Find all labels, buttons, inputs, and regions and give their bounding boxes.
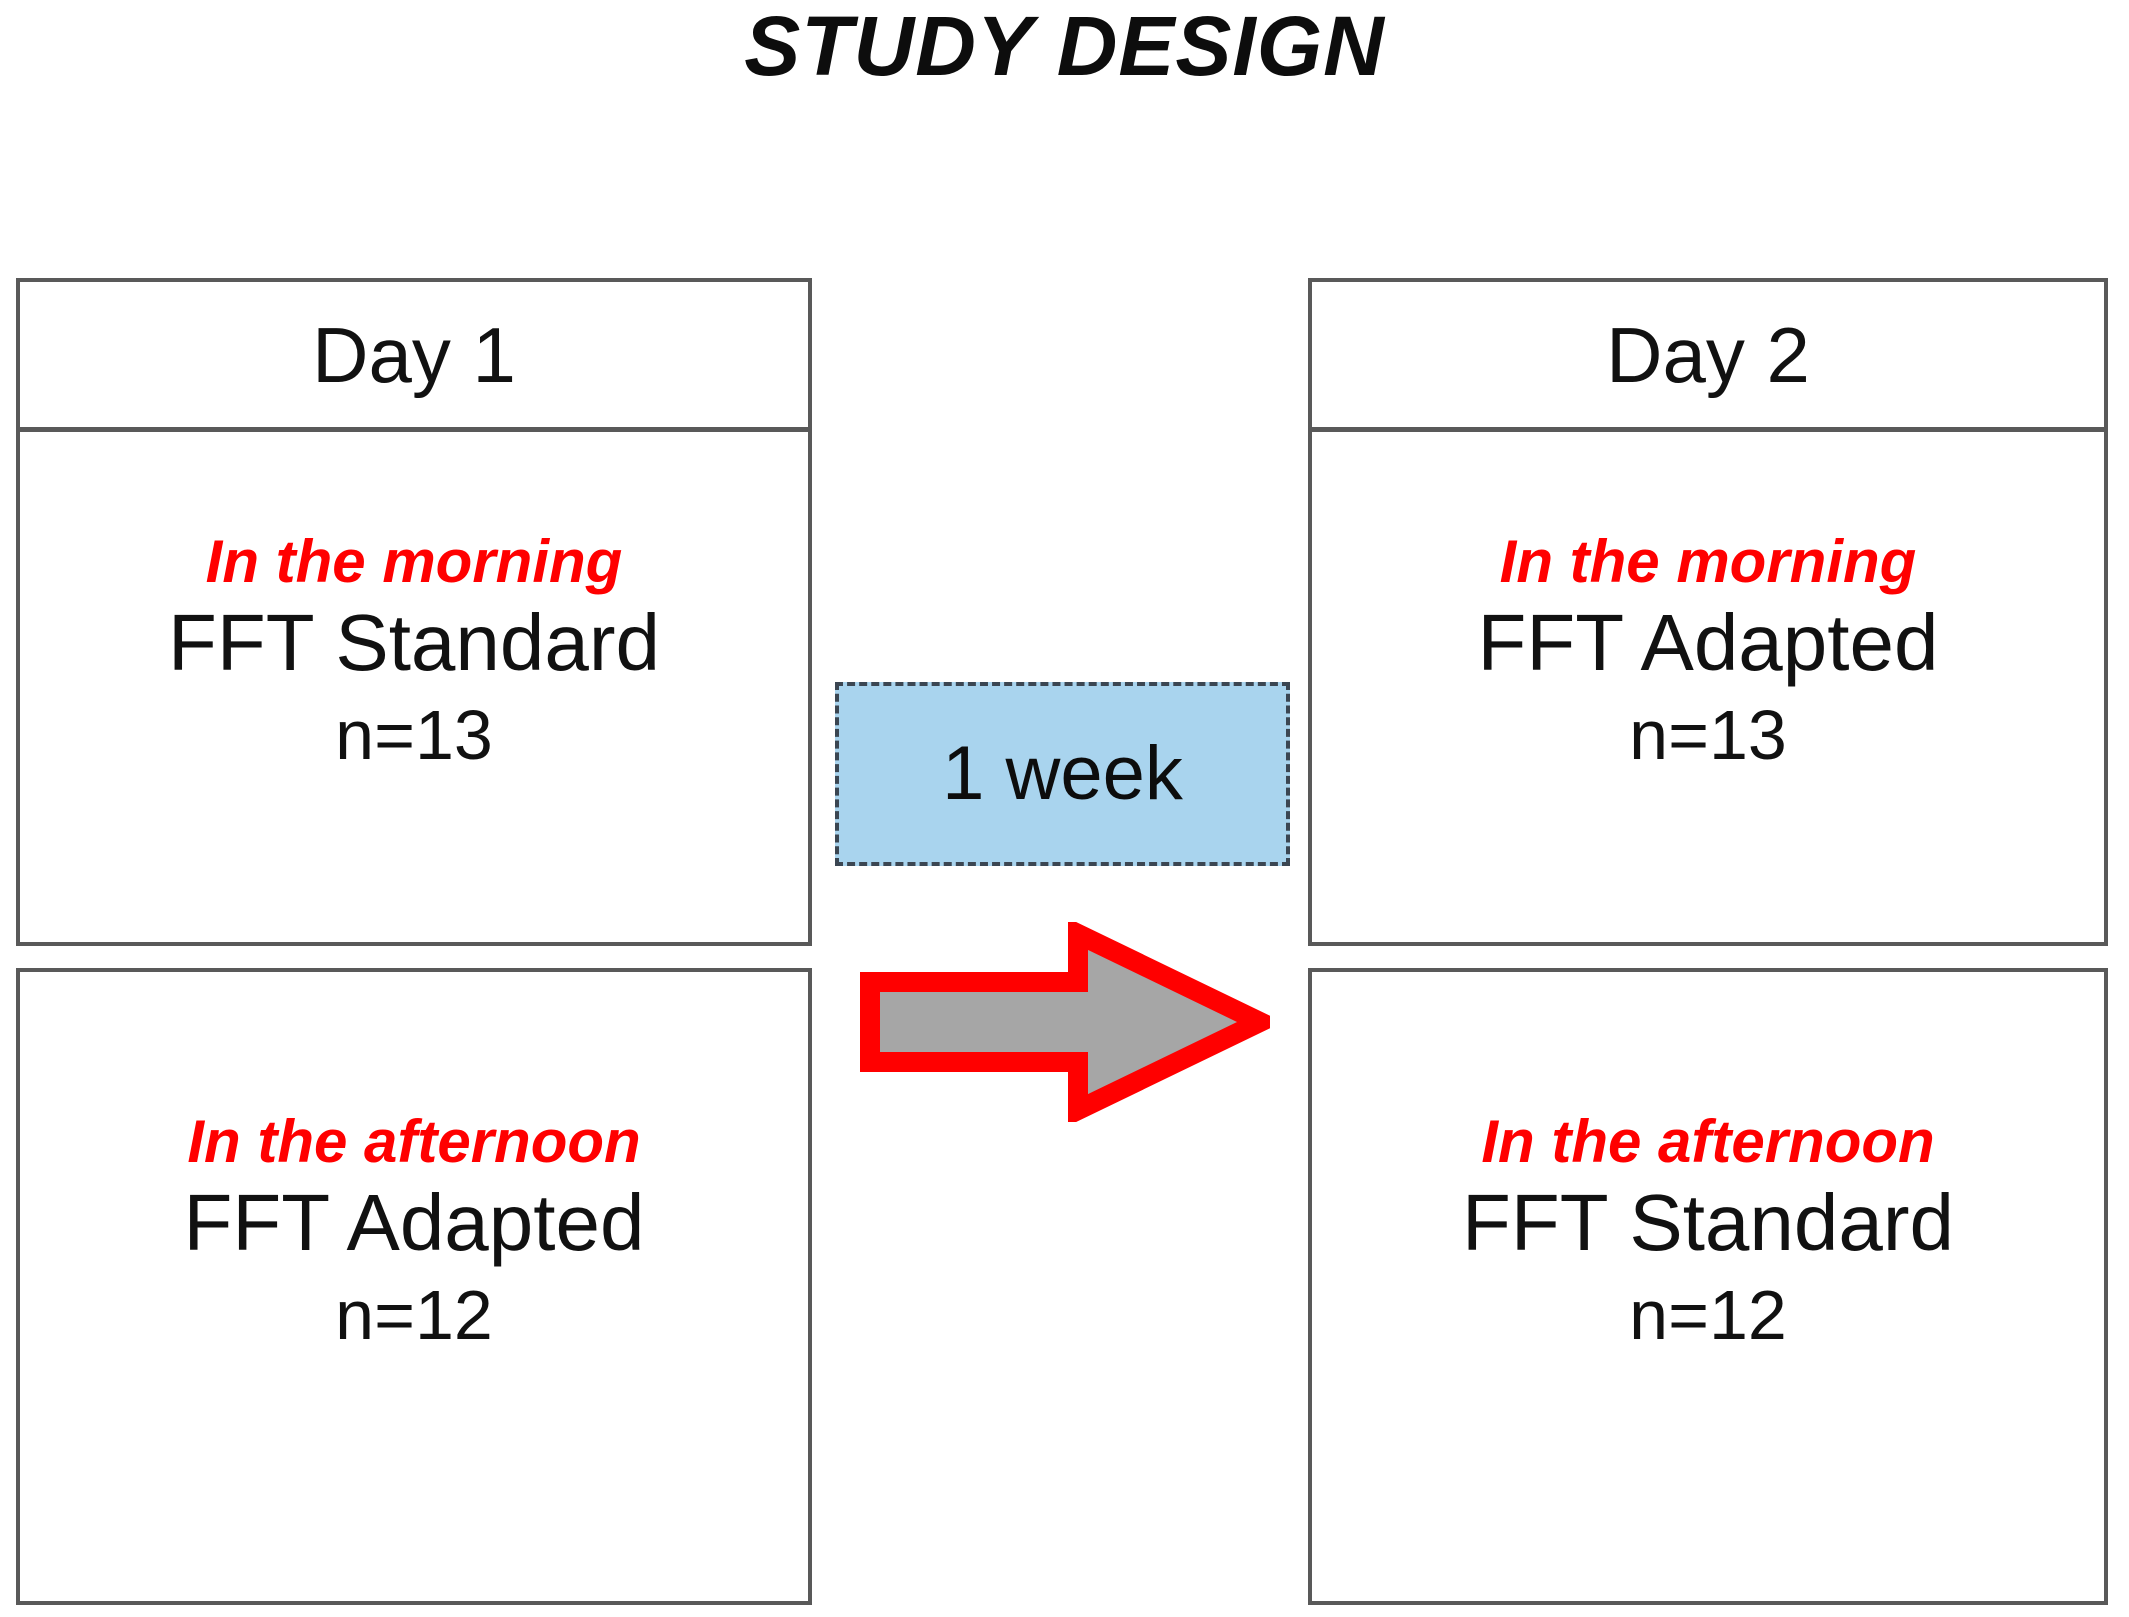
right-arrow-icon bbox=[860, 922, 1270, 1122]
day2-afternoon-protocol: FFT Standard bbox=[1461, 1178, 1955, 1268]
day1-afternoon-protocol: FFT Adapted bbox=[183, 1178, 645, 1268]
day2-afternoon-time-label: In the afternoon bbox=[1481, 1108, 1935, 1175]
day2-afternoon-body: In the afternoon FFT Standard n=12 bbox=[1312, 972, 2104, 1601]
interval-badge: 1 week bbox=[835, 682, 1290, 866]
day1-morning-card: Day 1 In the morning FFT Standard n=13 bbox=[16, 278, 812, 946]
day2-morning-session: In the morning FFT Adapted n=13 bbox=[1312, 528, 2104, 774]
day2-header-label: Day 2 bbox=[1606, 310, 1810, 399]
day1-header-label: Day 1 bbox=[312, 310, 516, 399]
day1-afternoon-body: In the afternoon FFT Adapted n=12 bbox=[20, 972, 808, 1601]
day1-morning-session: In the morning FFT Standard n=13 bbox=[20, 528, 808, 774]
figure-title: STUDY DESIGN bbox=[744, 0, 1385, 93]
day1-morning-protocol: FFT Standard bbox=[167, 598, 661, 688]
day1-morning-body: In the morning FFT Standard n=13 bbox=[20, 432, 808, 942]
day2-morning-time-label: In the morning bbox=[1499, 528, 1917, 595]
interval-badge-label: 1 week bbox=[942, 731, 1183, 816]
day2-morning-body: In the morning FFT Adapted n=13 bbox=[1312, 432, 2104, 942]
day1-afternoon-sample-size: n=12 bbox=[335, 1276, 493, 1355]
day2-morning-protocol: FFT Adapted bbox=[1477, 598, 1939, 688]
day1-afternoon-time-label: In the afternoon bbox=[187, 1108, 641, 1175]
day1-morning-time-label: In the morning bbox=[205, 528, 623, 595]
day2-afternoon-card: In the afternoon FFT Standard n=12 bbox=[1308, 968, 2108, 1605]
day2-header: Day 2 bbox=[1312, 282, 2104, 432]
day1-morning-sample-size: n=13 bbox=[335, 696, 493, 775]
day1-afternoon-session: In the afternoon FFT Adapted n=12 bbox=[20, 1108, 808, 1354]
day2-morning-card: Day 2 In the morning FFT Adapted n=13 bbox=[1308, 278, 2108, 946]
day1-afternoon-card: In the afternoon FFT Adapted n=12 bbox=[16, 968, 812, 1605]
day2-morning-sample-size: n=13 bbox=[1629, 696, 1787, 775]
day2-afternoon-session: In the afternoon FFT Standard n=12 bbox=[1312, 1108, 2104, 1354]
day2-afternoon-sample-size: n=12 bbox=[1629, 1276, 1787, 1355]
day1-header: Day 1 bbox=[20, 282, 808, 432]
